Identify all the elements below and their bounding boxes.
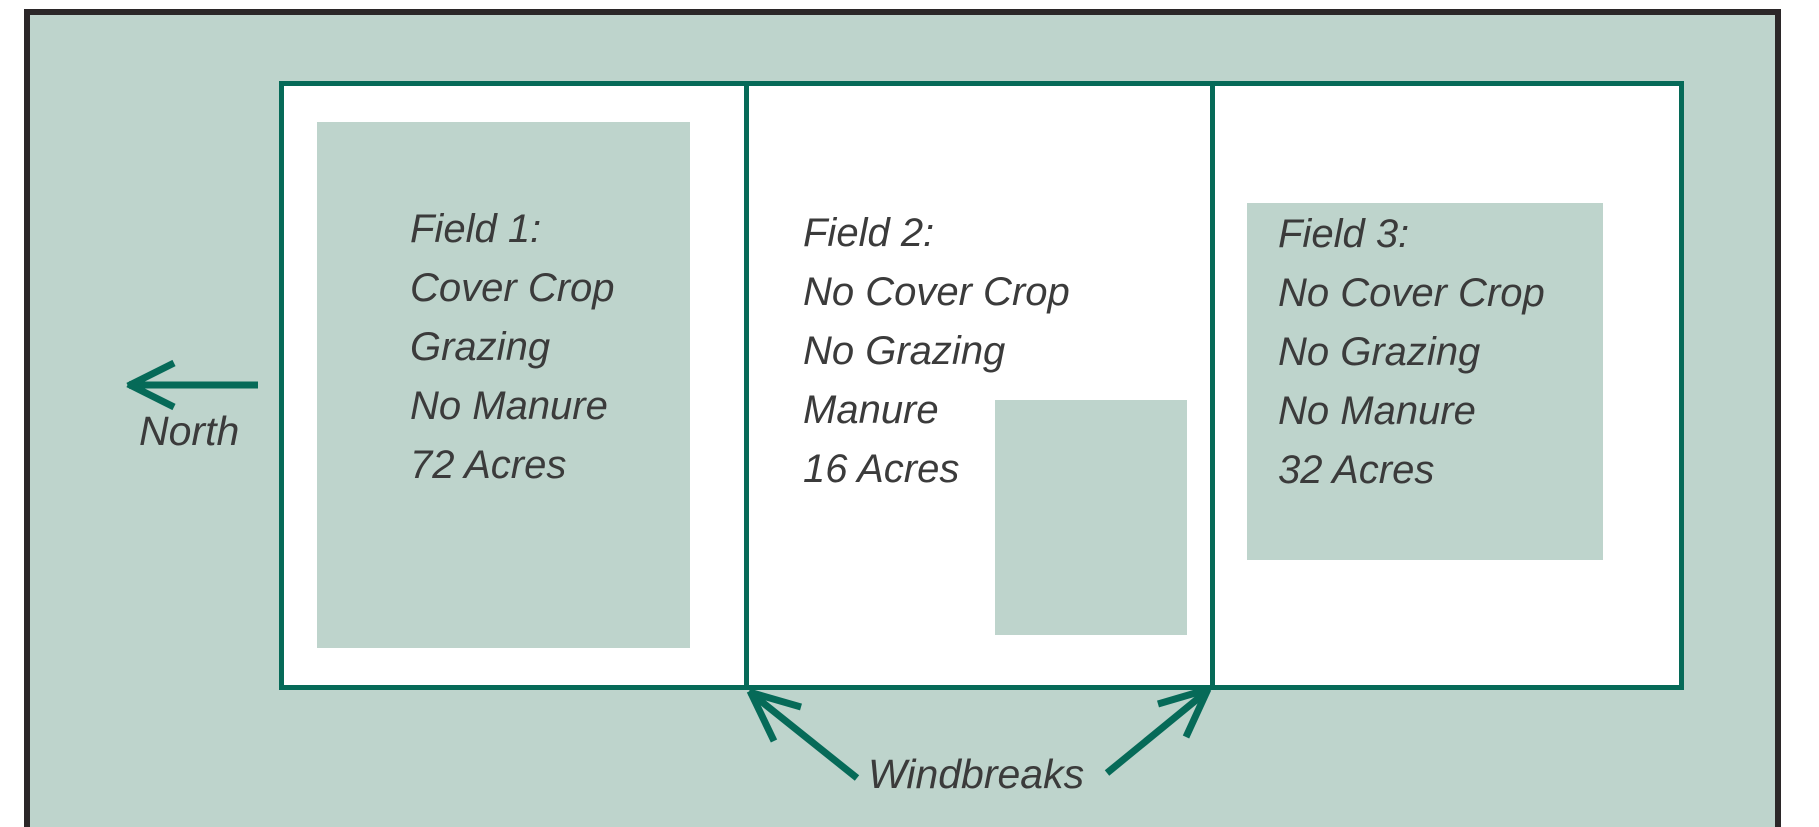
field-2-line: Manure bbox=[803, 388, 939, 432]
windbreak-divider-2 bbox=[1210, 81, 1215, 690]
field-1-shaded-area bbox=[317, 122, 690, 648]
field-1-line: Grazing bbox=[410, 325, 551, 369]
field-3-line: No Cover Crop bbox=[1278, 271, 1545, 315]
field-1-line: Cover Crop bbox=[410, 266, 615, 310]
field-3-shaded-area bbox=[1247, 203, 1603, 560]
field-2-label: Field 2: No Cover Crop No Grazing Manure… bbox=[803, 204, 1070, 499]
field-2-line: 16 Acres bbox=[803, 447, 960, 491]
field-2-shaded-area bbox=[995, 400, 1187, 635]
field-3-line: No Grazing bbox=[1278, 330, 1481, 374]
field-1-label: Field 1: Cover Crop Grazing No Manure 72… bbox=[410, 200, 615, 495]
field-3-line: 32 Acres bbox=[1278, 448, 1435, 492]
field-2-title: Field 2: bbox=[803, 211, 935, 255]
field-3-line: No Manure bbox=[1278, 389, 1476, 433]
field-3-title: Field 3: bbox=[1278, 212, 1410, 256]
field-1-title: Field 1: bbox=[410, 207, 542, 251]
field-2-line: No Grazing bbox=[803, 329, 1006, 373]
field-3-label: Field 3: No Cover Crop No Grazing No Man… bbox=[1278, 205, 1545, 500]
field-1-line: 72 Acres bbox=[410, 443, 567, 487]
windbreaks-label: Windbreaks bbox=[868, 751, 1085, 797]
windbreak-divider-1 bbox=[744, 81, 749, 690]
north-label: North bbox=[139, 408, 240, 454]
field-1-line: No Manure bbox=[410, 384, 608, 428]
field-2-line: No Cover Crop bbox=[803, 270, 1070, 314]
